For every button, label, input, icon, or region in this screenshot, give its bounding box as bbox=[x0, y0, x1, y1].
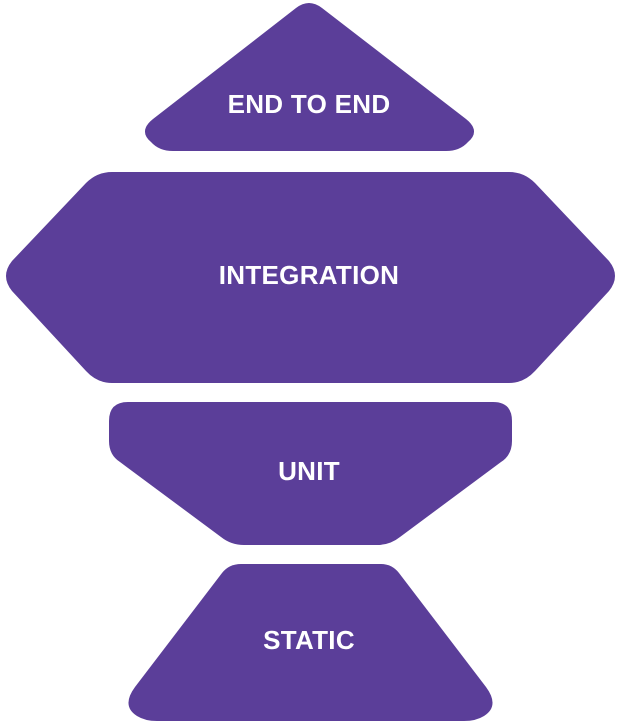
layer-integration: INTEGRATION bbox=[6, 172, 615, 383]
layer-unit: UNIT bbox=[109, 402, 512, 545]
end-to-end-label: END TO END bbox=[228, 89, 391, 119]
static-shape bbox=[128, 564, 493, 721]
layer-static: STATIC bbox=[128, 564, 493, 721]
integration-shape bbox=[6, 172, 615, 383]
integration-label: INTEGRATION bbox=[219, 260, 399, 290]
static-label: STATIC bbox=[263, 625, 355, 655]
unit-label: UNIT bbox=[278, 456, 340, 486]
layer-end-to-end: END TO END bbox=[144, 3, 475, 151]
end-to-end-shape bbox=[144, 3, 475, 151]
unit-shape bbox=[109, 402, 512, 545]
